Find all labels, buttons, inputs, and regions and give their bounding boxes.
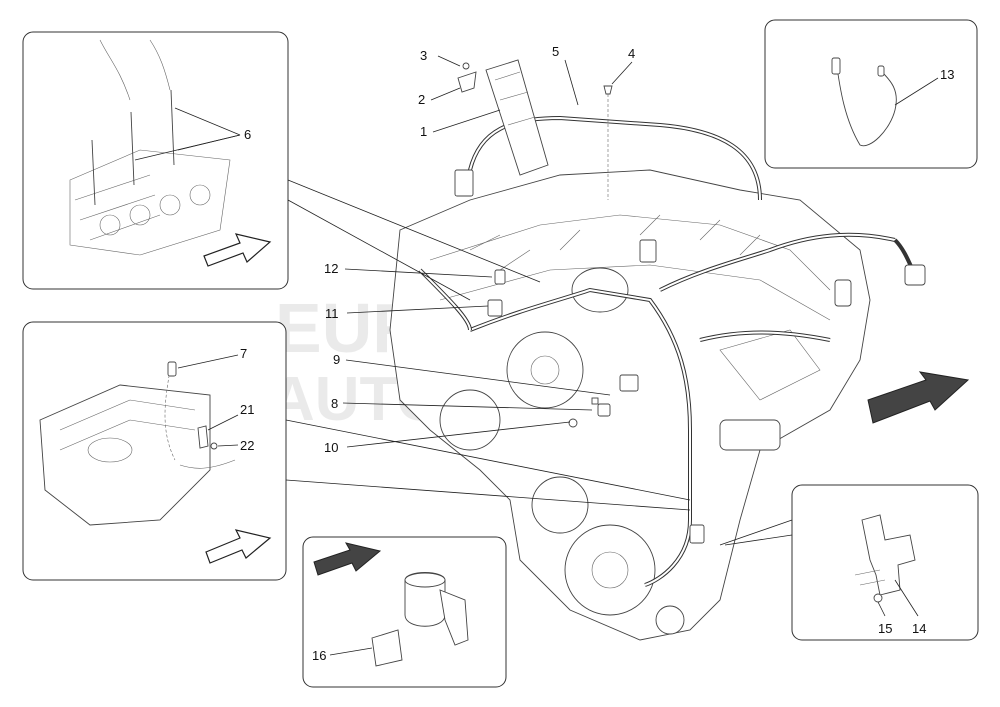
inset-glow-plugs	[22, 31, 289, 290]
bracket-21	[197, 425, 209, 449]
ground-screw-4	[603, 85, 613, 200]
callout-16: 16	[312, 648, 326, 663]
sensor-11	[487, 299, 503, 317]
screw-10	[568, 418, 578, 428]
relay-16	[371, 629, 403, 667]
callout-1: 1	[420, 124, 427, 139]
oil-sensor-7	[167, 361, 177, 377]
sensor-8	[597, 403, 611, 417]
leader-lines	[134, 55, 939, 656]
crank-pulley	[564, 524, 656, 616]
callout-15: 15	[878, 621, 892, 636]
callout-6: 6	[244, 127, 251, 142]
callout-13: 13	[940, 67, 954, 82]
ecu-group	[457, 59, 549, 176]
screw-22	[210, 442, 218, 450]
engine-wiring-harness	[418, 115, 926, 587]
tensioner-pulley	[439, 389, 501, 451]
inset-bracket	[791, 484, 979, 641]
harness-end-connector	[904, 264, 926, 286]
callout-14: 14	[912, 621, 926, 636]
callout-10: 10	[324, 440, 338, 455]
callout-12: 12	[324, 261, 338, 276]
timing-pulley	[506, 331, 584, 409]
direction-arrow	[867, 371, 970, 424]
callout-8: 8	[331, 396, 338, 411]
inset-reservoir	[302, 536, 507, 688]
sensor-12	[494, 269, 506, 285]
callout-3: 3	[420, 48, 427, 63]
callout-2: 2	[418, 92, 425, 107]
bracket-screw	[462, 62, 470, 70]
callout-22: 22	[240, 438, 254, 453]
callouts: 3 2 1 5 4 6 7 21 22 12 11 9 8 10 13 15 1…	[240, 44, 954, 663]
callout-9: 9	[333, 352, 340, 367]
callout-7: 7	[240, 346, 247, 361]
callout-21: 21	[240, 402, 254, 417]
callout-11: 11	[325, 306, 339, 321]
inset-ground-cable	[764, 19, 978, 169]
engine-assembly	[389, 169, 871, 641]
sensor-group	[487, 269, 611, 428]
nut-15	[873, 593, 883, 603]
inset-oil-pan	[22, 321, 287, 581]
callout-4: 4	[628, 46, 635, 61]
callout-5: 5	[552, 44, 559, 59]
ecu	[485, 59, 549, 176]
ecu-bracket	[457, 71, 477, 93]
